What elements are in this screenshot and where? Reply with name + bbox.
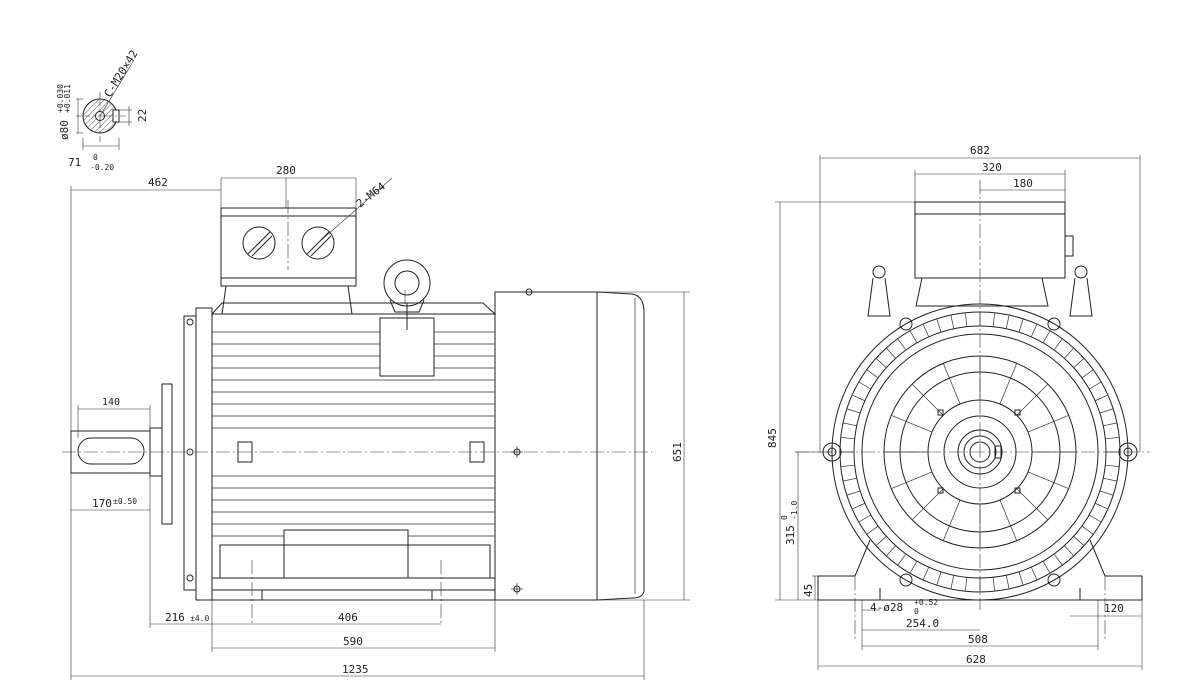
- dim-180: 180: [1013, 177, 1033, 190]
- holes-tol-lower: 0: [914, 607, 919, 616]
- dim-845: 845: [766, 428, 779, 448]
- dim-590: 590: [343, 635, 363, 648]
- cable-entry-label: 2-M64: [354, 180, 388, 211]
- mounting-holes-label: 4-ø28: [870, 601, 903, 614]
- shaft-thread-label: C-M20×42: [102, 48, 141, 100]
- dim-320: 320: [982, 161, 1002, 174]
- shaft-key-height-label: 71: [68, 156, 81, 169]
- dim-140: 140: [102, 397, 120, 408]
- dim-628: 628: [966, 653, 986, 666]
- dim-120: 120: [1104, 602, 1124, 615]
- motor-end-view: [775, 155, 1150, 670]
- shaft-key-width-label: 22: [136, 109, 149, 122]
- dim-315: 315: [784, 525, 797, 545]
- dim-651: 651: [671, 442, 684, 462]
- dim-280: 280: [276, 164, 296, 177]
- shaft-diameter-label: ø80: [58, 120, 71, 140]
- shaft-section-view: [76, 59, 135, 150]
- dim-170: 170: [92, 497, 112, 510]
- dim-45: 45: [802, 584, 815, 597]
- motor-side-view: [62, 177, 690, 680]
- shaft-key-height-tol-lower: -0.20: [90, 163, 114, 172]
- shaft-diameter-tol-lower: +0.011: [63, 84, 72, 113]
- dim-254: 254.0: [906, 617, 939, 630]
- dim-216: 216: [165, 611, 185, 624]
- dim-315-tol-lower: -1.0: [790, 501, 799, 520]
- dim-216-tolerance: ±4.0: [190, 614, 209, 623]
- dim-1235: 1235: [342, 663, 369, 676]
- dim-315-tol-upper: 0: [780, 515, 789, 520]
- shaft-key-height-tol-upper: 0: [93, 153, 98, 162]
- dim-406: 406: [338, 611, 358, 624]
- dim-682: 682: [970, 144, 990, 157]
- dim-508: 508: [968, 633, 988, 646]
- shaft-diameter-tol-upper: +0.030: [56, 84, 65, 113]
- dim-170-tolerance: ±0.50: [113, 497, 137, 506]
- holes-tol-upper: +0.52: [914, 598, 938, 607]
- dim-462: 462: [148, 176, 168, 189]
